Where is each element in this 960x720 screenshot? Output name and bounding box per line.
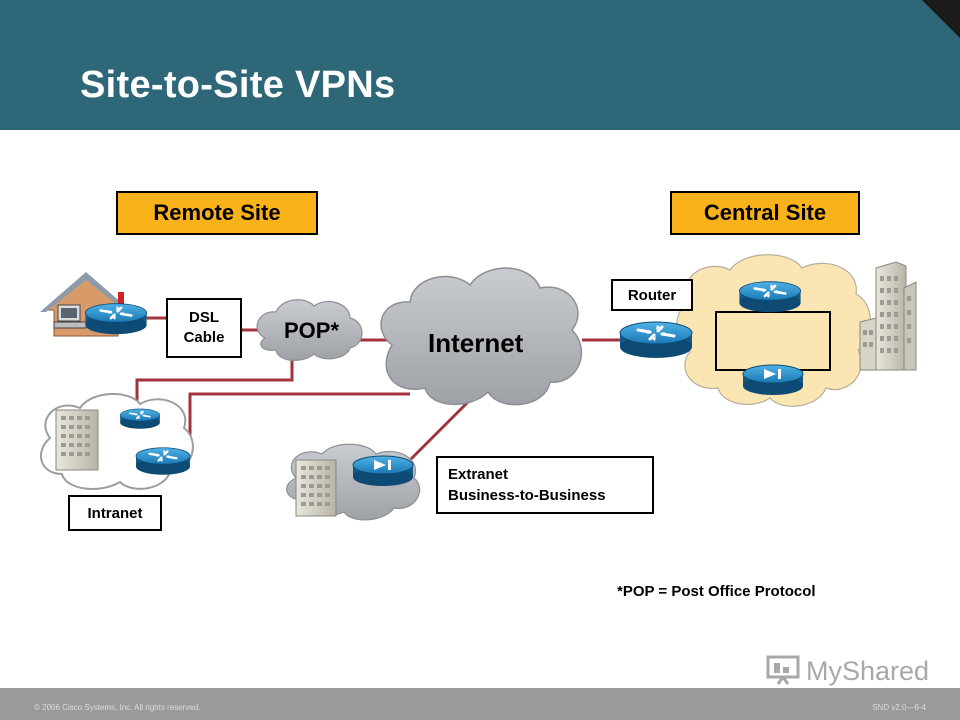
course-code: SND v2.0—6-4 xyxy=(872,703,926,712)
header-bar xyxy=(0,0,960,130)
extranet-firewall-icon xyxy=(352,455,414,487)
cable-label: Cable xyxy=(183,329,225,346)
edge-router-icon xyxy=(618,320,694,360)
remote-router-icon xyxy=(84,302,148,336)
internet-label: Internet xyxy=(428,328,524,358)
internet-cloud xyxy=(380,267,583,406)
footnote: *POP = Post Office Protocol xyxy=(617,583,816,600)
pop-label: POP* xyxy=(284,318,340,343)
building-icon xyxy=(859,261,917,371)
link-pop-to-intranet xyxy=(135,355,294,412)
central-router-icon xyxy=(738,280,802,314)
intranet-label: Intranet xyxy=(87,504,143,522)
b2b-label: Business-to-Business xyxy=(448,487,606,504)
link-internet-to-intranet xyxy=(188,392,410,455)
dsl-label: DSL xyxy=(189,309,219,326)
footer-bar xyxy=(0,688,960,720)
presentation-icon xyxy=(766,655,800,685)
pop-cloud xyxy=(256,299,363,361)
intranet-box: Intranet xyxy=(68,495,162,531)
copyright-text: © 2006 Cisco Systems, Inc. All rights re… xyxy=(34,703,201,712)
link-internet-to-extranet xyxy=(408,398,472,462)
intranet-cloud xyxy=(40,392,194,490)
remote-site-label: Remote Site xyxy=(116,191,318,235)
intranet-router-icon xyxy=(134,446,192,476)
brand-watermark: MyShared xyxy=(806,656,930,686)
intranet-router-icon xyxy=(119,408,161,430)
router-box: Router xyxy=(611,279,693,311)
router-label: Router xyxy=(627,286,677,304)
corner-decoration xyxy=(922,0,960,38)
central-firewall-icon xyxy=(742,364,804,396)
extranet-label: Extranet xyxy=(448,466,509,483)
extranet-box: Extranet Business-to-Business xyxy=(436,456,654,514)
central-site-label: Central Site xyxy=(670,191,860,235)
slide-title: Site-to-Site VPNs xyxy=(80,64,396,106)
dsl-cable-box: DSL Cable xyxy=(166,298,242,358)
